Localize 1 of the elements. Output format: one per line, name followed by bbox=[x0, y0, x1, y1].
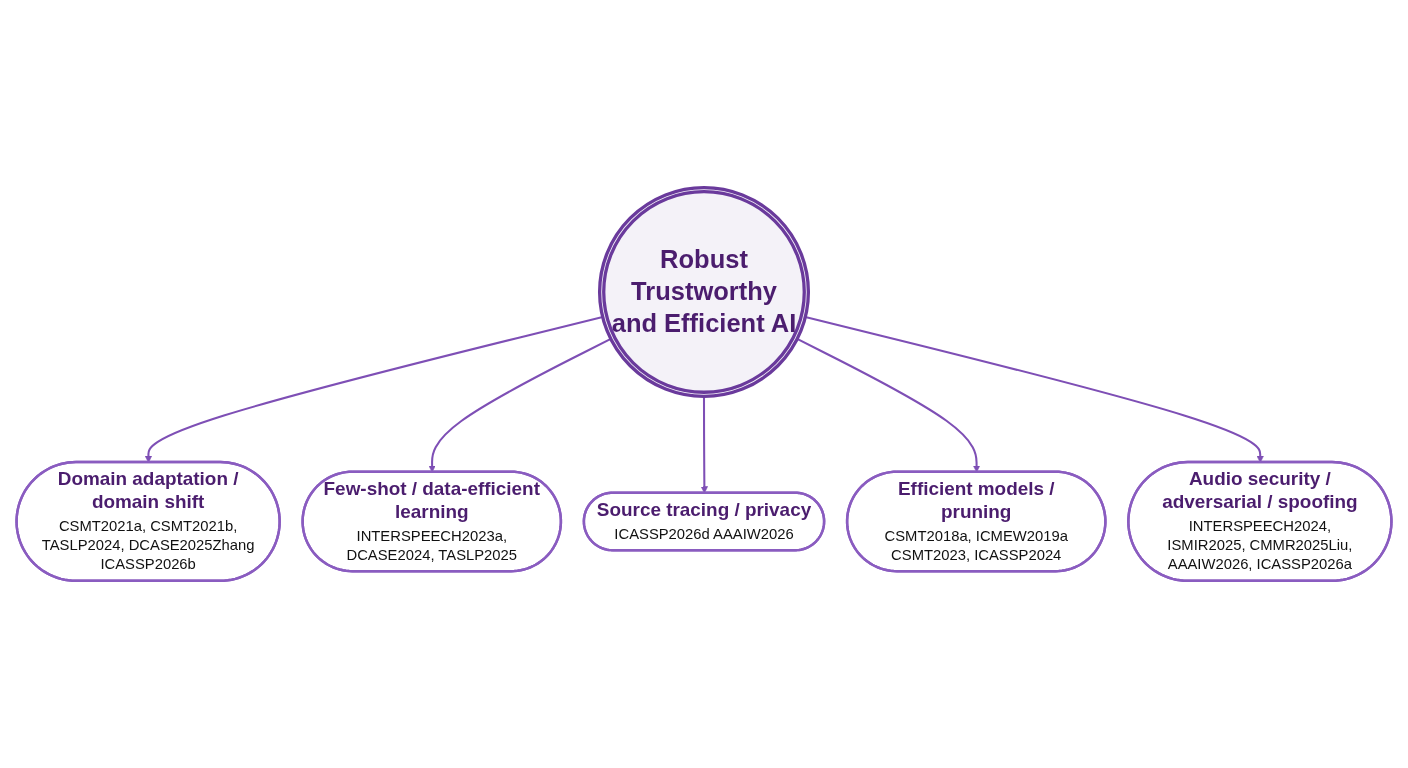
node-circle: Robust Trustworthy and Efficient AI bbox=[597, 185, 811, 398]
